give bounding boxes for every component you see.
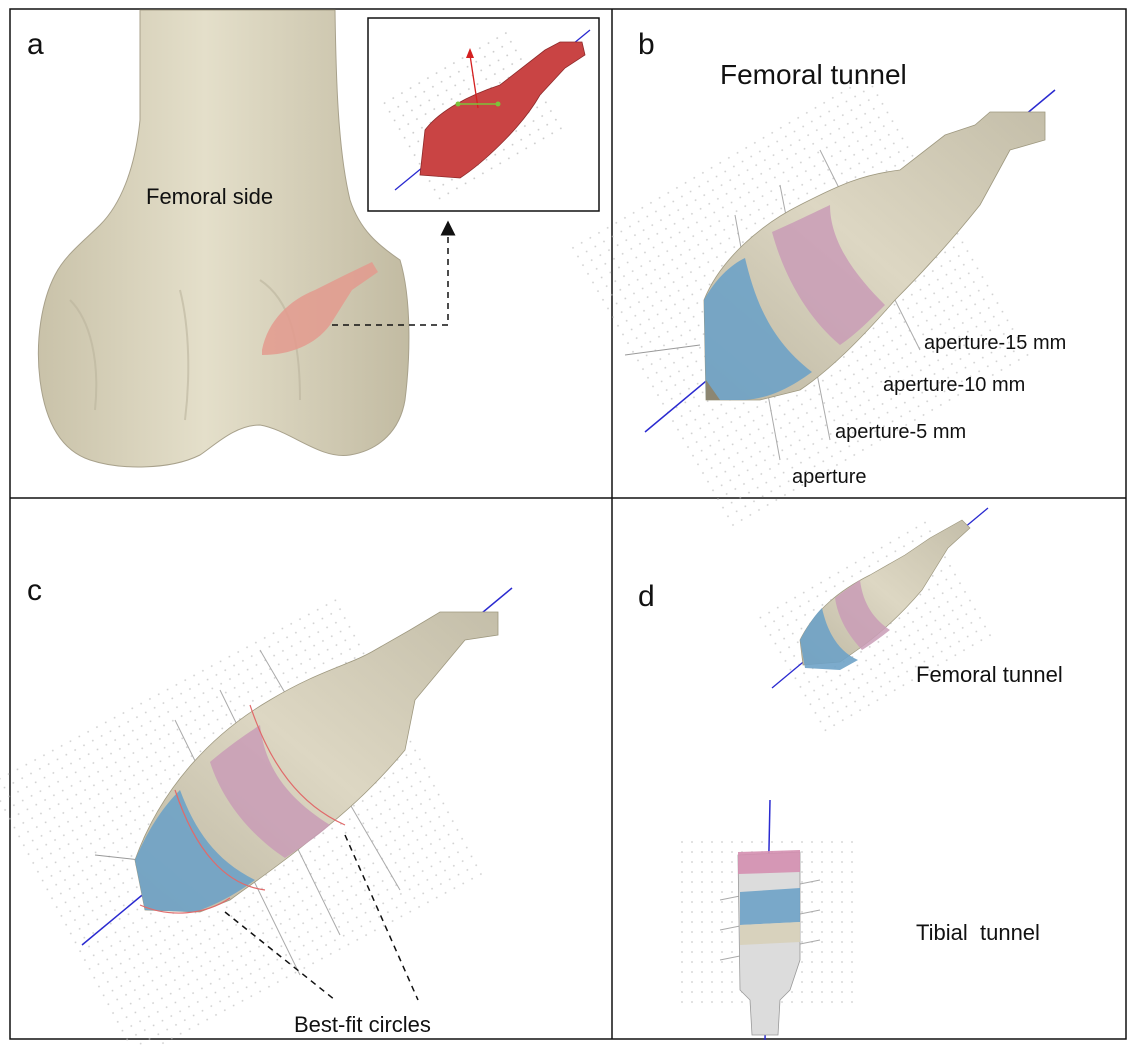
panel-c-letter: c xyxy=(27,574,42,608)
d-femoral-tunnel-label: Femoral tunnel xyxy=(916,662,1063,688)
panel-a-letter: a xyxy=(27,28,44,62)
panel-c-tunnel xyxy=(0,588,512,1045)
panel-b-letter: b xyxy=(638,28,655,62)
panel-d-tunnels xyxy=(680,508,997,1040)
aperture-5-label: aperture-5 mm xyxy=(835,421,966,444)
aperture-15-label: aperture-15 mm xyxy=(924,332,1066,355)
d-tibial-tunnel-label: Tibial tunnel xyxy=(916,920,1040,946)
best-fit-circles-label: Best-fit circles xyxy=(294,1012,431,1038)
panel-a-femur xyxy=(38,10,599,467)
femur-shape xyxy=(38,10,409,467)
panel-d-letter: d xyxy=(638,580,655,614)
aperture-label: aperture xyxy=(792,466,867,489)
femoral-tunnel-title: Femoral tunnel xyxy=(720,59,907,91)
femoral-side-label: Femoral side xyxy=(146,184,273,210)
aperture-10-label: aperture-10 mm xyxy=(883,374,1025,397)
